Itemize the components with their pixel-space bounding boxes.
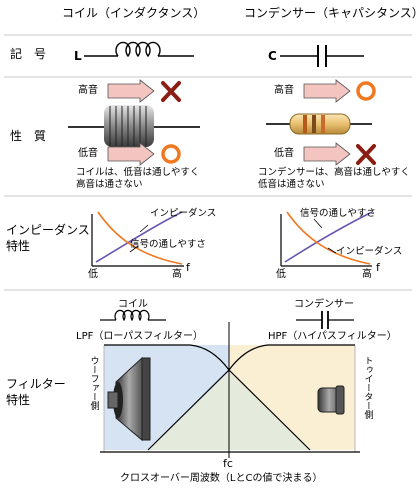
cap-x-high: 高 xyxy=(362,269,372,280)
cap-impedance-curve-label: インピーダンス xyxy=(336,246,403,257)
coil-high-label: 高音 xyxy=(78,85,98,96)
cross-mark-icon xyxy=(356,144,376,165)
row-label-filter-2: 特性 xyxy=(6,393,31,407)
fc-label: fc xyxy=(223,457,233,470)
hpf-label: HPF（ハイパスフィルター） xyxy=(268,331,397,342)
cap-low-arrow xyxy=(303,142,351,166)
cap-signal-curve-label: 信号の通しやすさ xyxy=(300,208,376,219)
coil-letter-l: L xyxy=(74,49,82,63)
tweeter-speaker-icon xyxy=(317,385,345,415)
row-label-property: 性 質 xyxy=(10,129,47,143)
coil-x-low: 低 xyxy=(88,269,98,280)
column-header-capacitor: コンデンサー（キャパシタンス） xyxy=(244,6,416,20)
signal-curve xyxy=(97,211,183,265)
filter-capacitor-label: コンデンサー xyxy=(294,299,354,310)
impedance-curve xyxy=(95,211,183,263)
row-label-impedance-1: インピーダンス xyxy=(6,223,90,237)
capacitor-symbol xyxy=(280,45,364,67)
signal-curve xyxy=(284,211,373,263)
cap-impedance-graph xyxy=(280,211,373,267)
coil-component xyxy=(68,105,200,147)
cap-high-label: 高音 xyxy=(274,85,294,96)
cap-low-label: 低音 xyxy=(274,148,294,159)
capacitor-component xyxy=(266,113,372,135)
coil-x-f: f xyxy=(186,261,190,274)
coil-high-arrow xyxy=(107,79,155,103)
row-label-impedance-2: 特性 xyxy=(6,239,31,253)
crossover-caption: クロスオーバー周波数（LとCの値で決まる） xyxy=(120,473,323,484)
coil-x-high: 高 xyxy=(172,269,182,280)
cap-note-line-2: 低音は通さない xyxy=(258,179,325,190)
circle-mark-icon xyxy=(161,144,181,164)
filter-coil-label: コイル xyxy=(118,299,148,310)
coil-signal-curve-label: 信号の通しやすさ xyxy=(130,239,206,250)
coil-impedance-curve-label: インピーダンス xyxy=(150,208,217,219)
impedance-curve xyxy=(286,211,371,265)
woofer-speaker-icon xyxy=(107,356,151,442)
cap-note-line-1: コンデンサーは、高音は通しやすく xyxy=(258,167,410,178)
filter-coil-symbol xyxy=(100,309,166,322)
row-label-filter-1: フィルター xyxy=(6,377,66,391)
coil-low-label: 低音 xyxy=(78,148,98,159)
lpf-label: LPF（ローパスフィルター） xyxy=(76,331,204,342)
circle-mark-icon xyxy=(356,81,376,101)
coil-note-line-1: コイルは、低音は通しやすく xyxy=(76,167,200,178)
cross-mark-icon xyxy=(161,81,181,102)
coil-symbol xyxy=(84,41,194,58)
column-header-coil: コイル（インダクタンス） xyxy=(62,6,206,20)
coil-note-line-2: 高音は通さない xyxy=(76,179,143,190)
woofer-side-label: ウーファー側 xyxy=(88,356,99,410)
cap-x-low: 低 xyxy=(276,269,286,280)
filter-capacitor-symbol xyxy=(296,311,354,329)
cap-x-f: f xyxy=(376,261,380,274)
row-label-symbol: 記 号 xyxy=(10,47,47,61)
cap-high-arrow xyxy=(303,79,351,103)
coil-low-arrow xyxy=(107,142,155,166)
capacitor-letter-c: C xyxy=(268,49,277,63)
coil-impedance-graph xyxy=(91,211,184,267)
tweeter-side-label: トゥイーター側 xyxy=(362,356,373,419)
